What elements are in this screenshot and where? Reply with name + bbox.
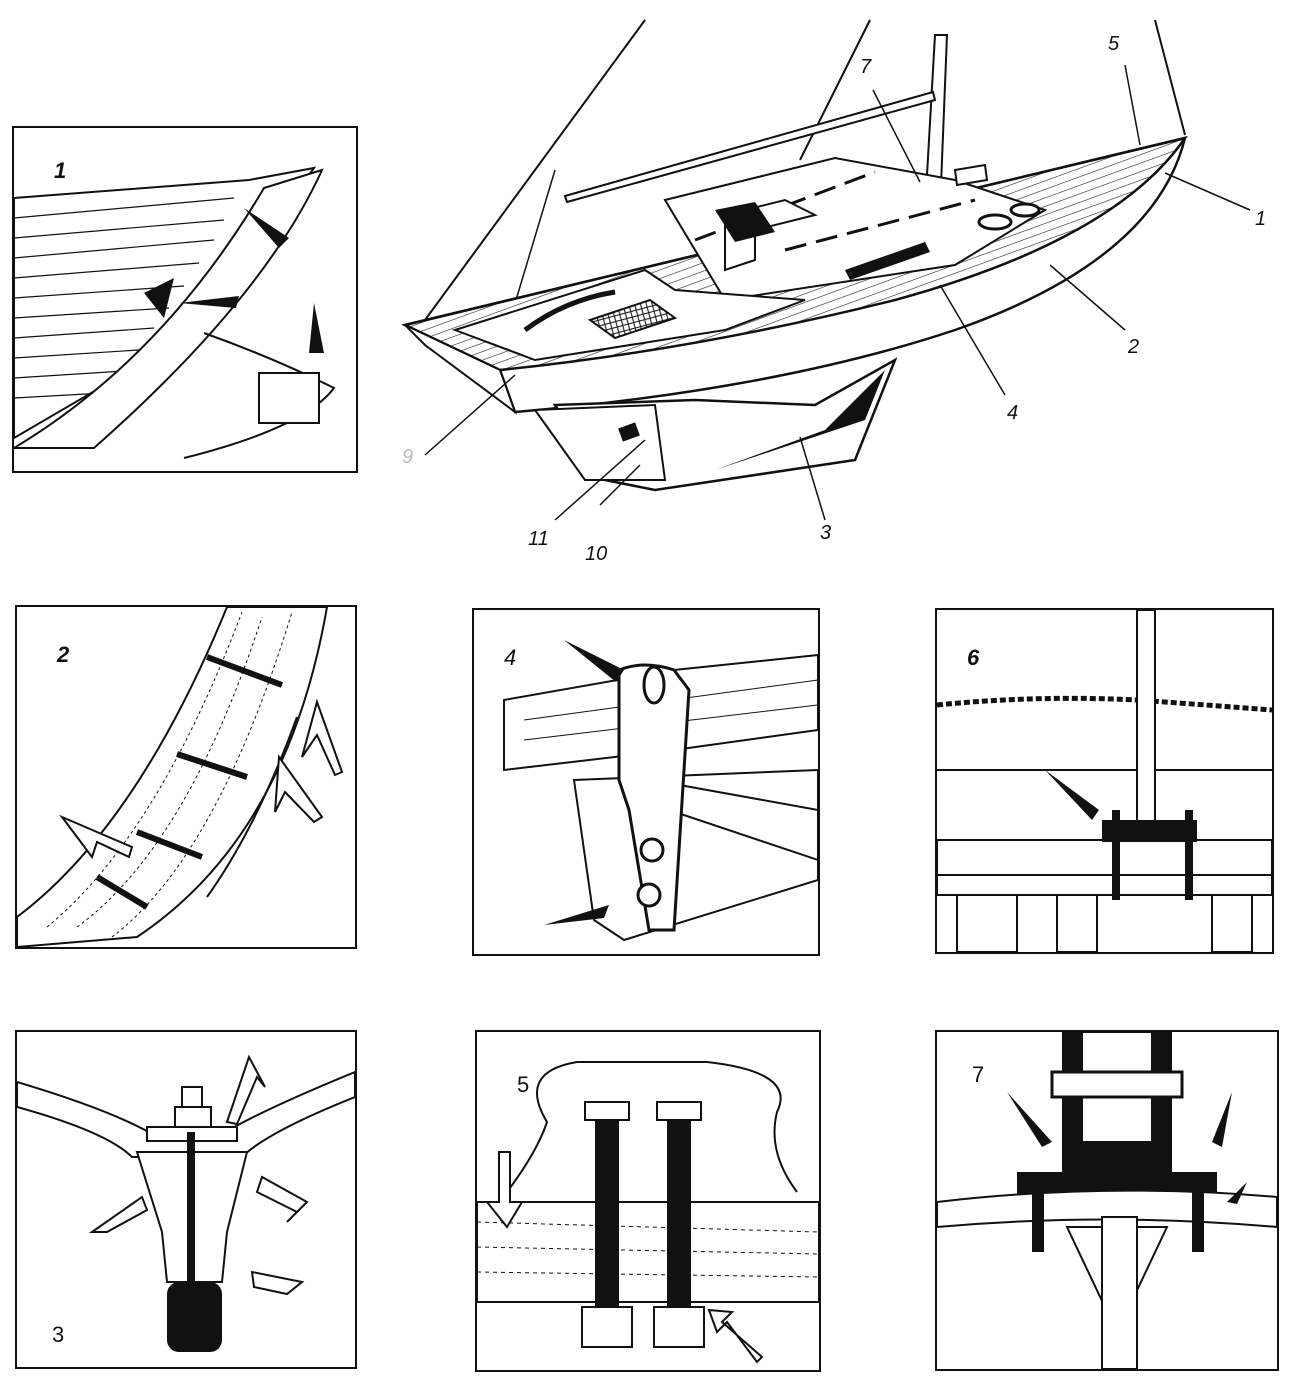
- callout-5: 5: [1108, 33, 1120, 55]
- mast-step-drawing: [937, 1032, 1277, 1369]
- panel-label: 1: [54, 158, 67, 183]
- detail-panel-7: 7: [935, 1030, 1279, 1371]
- callout-3: 3: [820, 522, 832, 544]
- stem-joint-drawing: [14, 166, 336, 459]
- callout-9: 9: [402, 446, 414, 468]
- callout-11: 11: [528, 528, 549, 550]
- cleat-mount-drawing: [477, 1061, 819, 1364]
- hull-plank-joint-drawing: [17, 607, 344, 947]
- callout-10: 10: [585, 543, 608, 565]
- stanchion-base-drawing: [937, 610, 1272, 952]
- panel-label: 7: [972, 1062, 985, 1087]
- panel-label: 4: [504, 645, 517, 670]
- callout-1: 1: [1255, 208, 1267, 230]
- panel-label: 2: [57, 642, 70, 667]
- detail-panel-6: 6: [935, 608, 1274, 954]
- detail-panel-4: 4: [472, 608, 820, 956]
- panel-label: 5: [517, 1072, 530, 1097]
- detail-panel-2: 2: [15, 605, 357, 949]
- callout-4: 4: [1007, 402, 1019, 424]
- panel-label: 6: [967, 645, 980, 670]
- chainplate-drawing: [503, 640, 818, 942]
- detail-panel-1: 1: [12, 126, 358, 473]
- keel-bolt-drawing: [17, 1054, 355, 1352]
- panel-label: 3: [52, 1322, 65, 1347]
- sailboat-hull-drawing: [401, 19, 1251, 521]
- detail-panel-5: 5: [475, 1030, 821, 1372]
- callout-2: 2: [1128, 336, 1140, 358]
- callout-7: 7: [860, 56, 872, 78]
- detail-panel-3: 3: [15, 1030, 357, 1369]
